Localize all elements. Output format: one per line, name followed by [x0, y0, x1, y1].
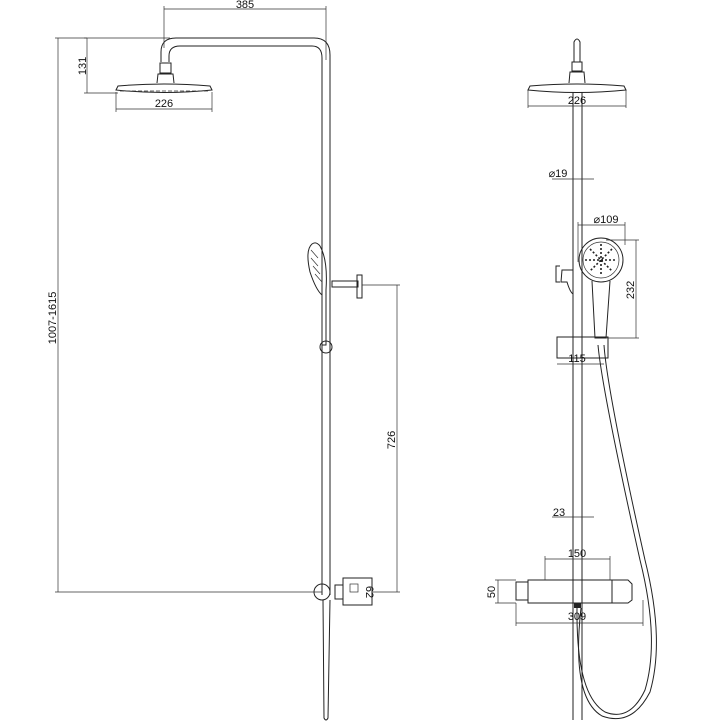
dim-50: [495, 579, 516, 604]
head-connector-front: [571, 61, 583, 72]
head-neck: [156, 73, 175, 84]
hose-side: [322, 599, 331, 721]
dim-309-label: 309: [568, 611, 586, 623]
hand-shower-side: [307, 242, 327, 346]
hand-shower-face: [310, 249, 323, 283]
hose-front: [576, 344, 652, 715]
valve-square: [349, 583, 359, 593]
dim-19-label: ⌀19: [549, 168, 568, 180]
dim-385: [163, 6, 327, 60]
dim-226-front-label: 226: [568, 95, 586, 107]
wall-bracket-arm: [331, 280, 359, 288]
valve-body-front: [527, 579, 633, 604]
dim-total-height: [55, 37, 322, 593]
dim-total-height-label: 1007-1615: [47, 292, 59, 345]
dim-131-label: 131: [77, 57, 89, 75]
rail-holder: [319, 340, 333, 354]
dim-109-label: ⌀109: [594, 214, 619, 226]
dim-226-side-label: 226: [155, 98, 173, 110]
dim-226-front: [527, 90, 627, 108]
dim-23-label: 23: [553, 507, 565, 519]
rail-front: [572, 92, 583, 720]
hose-front-inner: [578, 344, 657, 720]
dim-309: [515, 600, 644, 626]
dim-150-label: 150: [568, 548, 586, 560]
dim-726-label: 726: [386, 431, 398, 449]
rain-head: [115, 83, 213, 93]
dim-232: [606, 239, 639, 339]
dim-385-label: 385: [236, 0, 254, 11]
spray-nozzles: [585, 244, 617, 276]
side-view: 385 131 226 1007-1615 726 62: [47, 0, 400, 721]
top-cap: [573, 38, 581, 62]
dim-150: [544, 556, 611, 580]
wall-bracket-plate: [356, 274, 363, 299]
head-connector: [159, 62, 172, 74]
hand-shower-head: [578, 237, 624, 283]
riser-pipe-outer: [160, 37, 331, 595]
front-view: 226 ⌀19 ⌀109 232 115 23 150 50 309: [486, 38, 657, 720]
dim-232-label: 232: [625, 281, 637, 299]
hand-shower-handle: [591, 280, 611, 339]
dim-109: [577, 222, 626, 262]
dim-62-label: 62: [363, 586, 375, 598]
riser-pipe-inner: [168, 45, 323, 595]
valve-connector: [334, 584, 344, 600]
valve-body: [342, 577, 373, 606]
slider-block: [556, 336, 609, 359]
valve-outlet: [574, 603, 581, 608]
dim-115-label: 115: [568, 353, 586, 365]
head-neck-front: [568, 71, 586, 84]
dim-131: [84, 37, 170, 94]
dim-226-side: [115, 92, 213, 112]
hand-shower-face-front: [582, 241, 620, 279]
valve-left-knob: [515, 581, 529, 601]
dim-726: [362, 284, 400, 593]
wall-bracket-front: [555, 265, 574, 295]
dim-50-label: 50: [486, 586, 498, 598]
rain-head-front: [527, 83, 627, 93]
